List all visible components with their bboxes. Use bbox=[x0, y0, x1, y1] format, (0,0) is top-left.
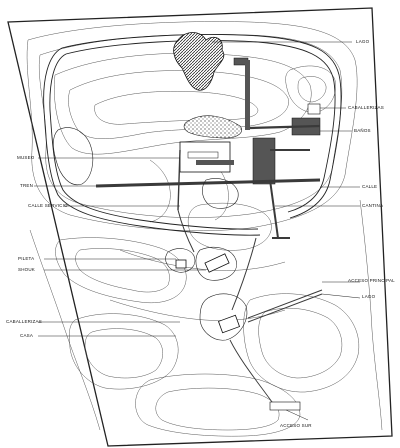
label-acceso-sur: ACCESO SUR bbox=[280, 423, 312, 428]
buildings bbox=[175, 57, 321, 411]
terrain-patches bbox=[52, 127, 248, 341]
south-gate bbox=[269, 401, 301, 411]
label-caballerizas-west: CABALLERIZAS bbox=[6, 319, 42, 324]
cantina-building bbox=[252, 137, 276, 185]
label-shouk: SHOUK bbox=[18, 267, 36, 272]
label-lago-south: LAGO bbox=[362, 294, 376, 299]
caballerizas-east-building bbox=[307, 103, 321, 115]
north-lake bbox=[173, 32, 225, 91]
label-museo: MUSEO bbox=[17, 155, 35, 160]
label-leader-lines bbox=[34, 41, 361, 421]
wooded-area bbox=[183, 115, 242, 139]
shouk-building bbox=[204, 253, 230, 273]
museo-inner bbox=[187, 151, 219, 159]
property-boundary bbox=[7, 7, 393, 447]
tren-platform bbox=[196, 160, 234, 165]
label-caballerizas-east: CABALLERIZAS bbox=[348, 105, 384, 110]
main-roads bbox=[95, 124, 323, 403]
ring-road bbox=[43, 34, 342, 236]
label-acceso-principal: ACCESO PRINCIPAL bbox=[348, 278, 395, 283]
label-calle: CALLE bbox=[362, 184, 378, 189]
label-tren: TREN bbox=[20, 183, 34, 188]
label-pileta: PILETA bbox=[18, 256, 35, 261]
casa-building bbox=[217, 314, 241, 334]
label-calle-servicio: CALLE SERVICIO bbox=[28, 203, 68, 208]
label-cantina: CANTINA bbox=[362, 203, 384, 208]
label-banos: BAÑOS bbox=[354, 128, 371, 133]
label-casa: CASA bbox=[20, 333, 34, 338]
vertical-service-building bbox=[245, 60, 250, 130]
label-lago-north: LAGO bbox=[356, 39, 370, 44]
pileta-pool bbox=[175, 259, 187, 269]
